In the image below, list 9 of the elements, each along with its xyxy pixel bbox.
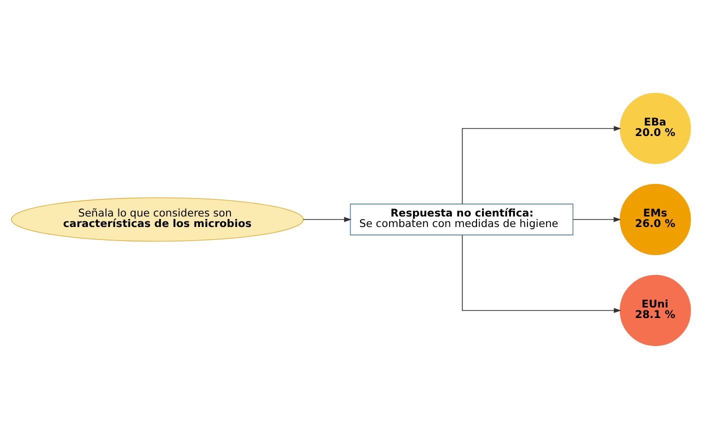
node-circle: EBa 20.0 % [620,92,691,164]
arrow [302,216,352,222]
arrow [572,216,621,222]
arrow [462,234,622,314]
arrow [462,126,622,204]
node-circle: EMs 26.0 % [620,184,691,256]
node-circle: EUni 28.1 % [620,274,691,346]
node-box: Respuesta no científica: Se combaten con medidas de higiene [350,204,574,236]
node-ellipse: Señala lo que consideres son características de los microbios [10,197,304,242]
